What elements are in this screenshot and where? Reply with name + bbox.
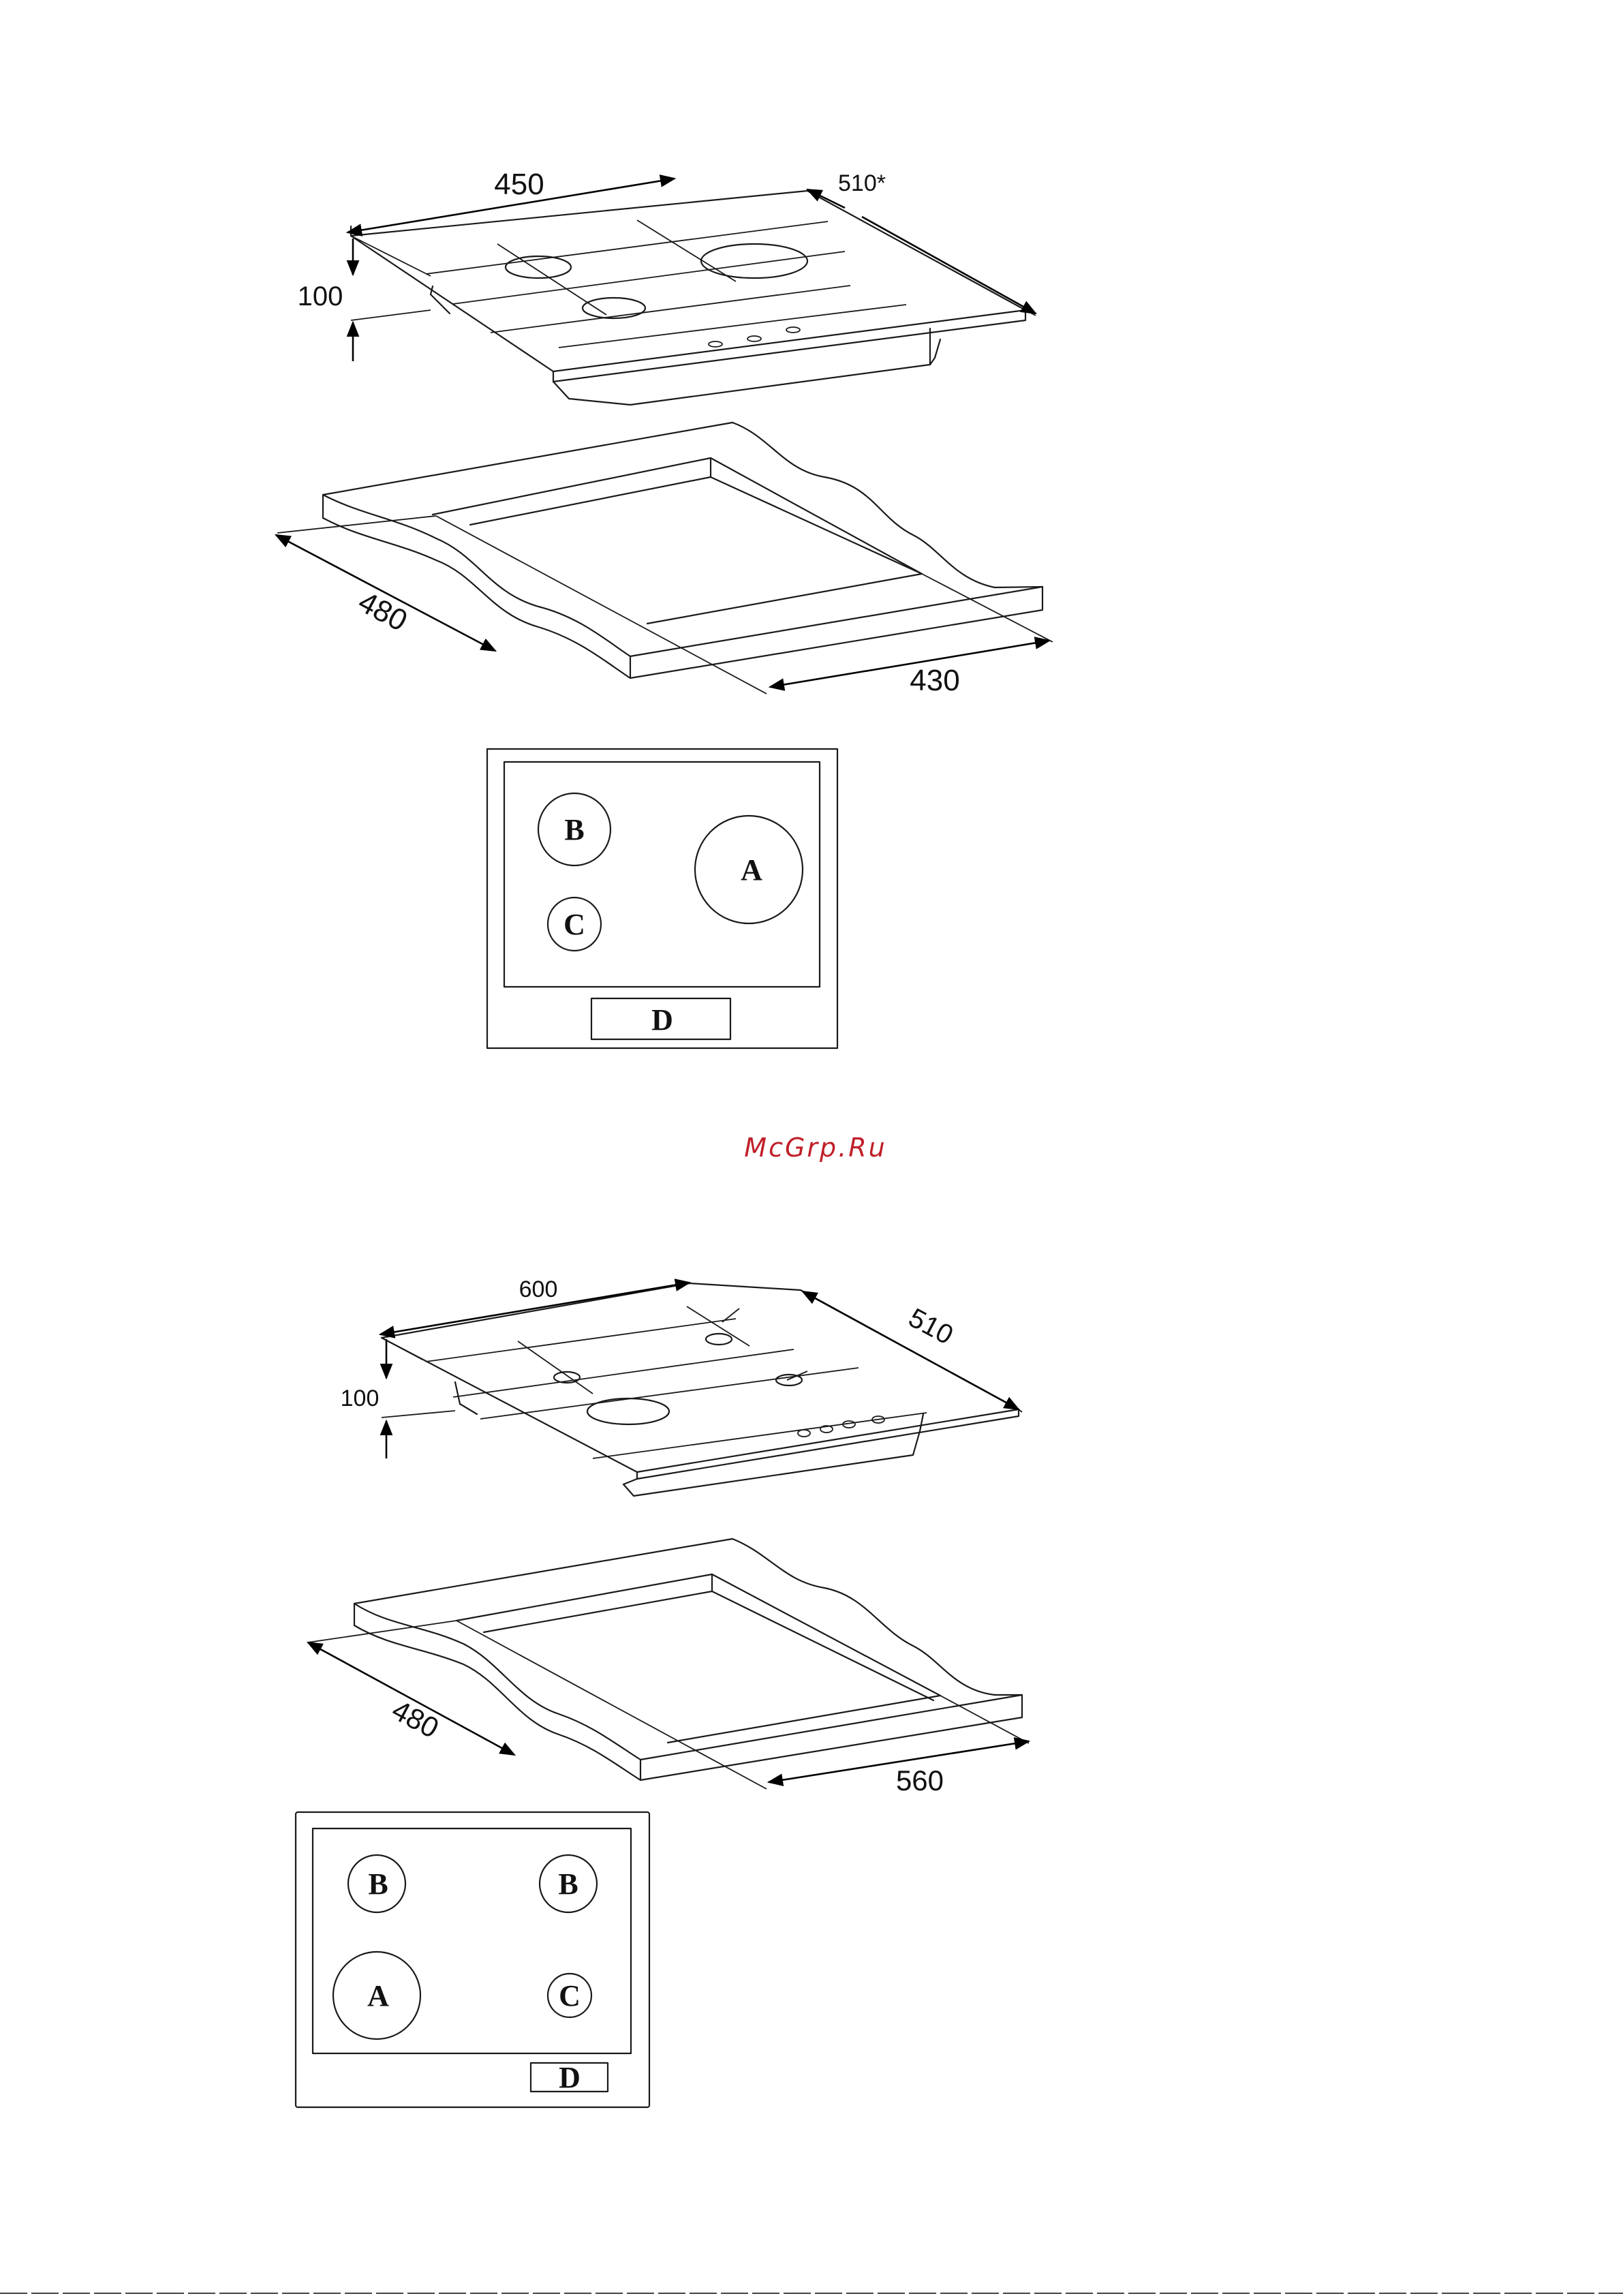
bottom-hob-width-label: 600	[519, 1276, 558, 1302]
bottom-zone-d-label: D	[559, 2061, 581, 2094]
top-hob-depth-label: 510*	[838, 170, 886, 196]
bottom-zone-a-label: A	[367, 1979, 389, 2012]
bottom-hob-drawing: 600 510 100	[341, 1276, 1022, 1496]
bottom-hob-height-label: 100	[341, 1386, 380, 1411]
top-hob-drawing: 450 510* 100	[298, 168, 1036, 405]
top-hob-knob	[747, 336, 761, 341]
bottom-zone-b-right-label: B	[558, 1867, 578, 1901]
bottom-zone-c-label: C	[559, 1979, 581, 2012]
top-zone-d-label: D	[651, 1003, 673, 1037]
bottom-hob-layout-diagram: B B A C D	[296, 1812, 649, 2107]
bottom-cutout-depth-label: 480	[387, 1694, 444, 1744]
bottom-hob-knob	[798, 1430, 810, 1437]
top-hob-height-label: 100	[298, 281, 343, 311]
bottom-zone-b-left-label: B	[368, 1867, 388, 1901]
top-zone-b-label: B	[564, 813, 584, 846]
top-hob-burner-small	[583, 298, 645, 318]
top-worktop-cutout: 480 430	[276, 423, 1053, 697]
bottom-hob-depth-label: 510	[903, 1302, 958, 1350]
top-zone-a-label: A	[741, 853, 762, 887]
top-hob-burner-large	[701, 244, 807, 278]
bottom-worktop-cutout: 480 560	[308, 1539, 1029, 1796]
bottom-cutout-width-label: 560	[896, 1764, 944, 1796]
watermark: McGrp.Ru	[744, 1133, 886, 1163]
top-hob-width-label: 450	[494, 168, 544, 201]
bottom-hob-burner-large	[587, 1398, 669, 1424]
bottom-hob-burner	[776, 1375, 802, 1386]
top-cutout-width-label: 430	[910, 664, 959, 697]
top-hob-layout-diagram: B A C D	[487, 749, 837, 1048]
top-hob-knob	[709, 341, 722, 347]
top-zone-c-label: C	[563, 908, 585, 941]
top-hob-knob	[786, 327, 800, 333]
bottom-hob-burner	[706, 1334, 732, 1345]
top-cutout-depth-label: 480	[353, 585, 413, 638]
